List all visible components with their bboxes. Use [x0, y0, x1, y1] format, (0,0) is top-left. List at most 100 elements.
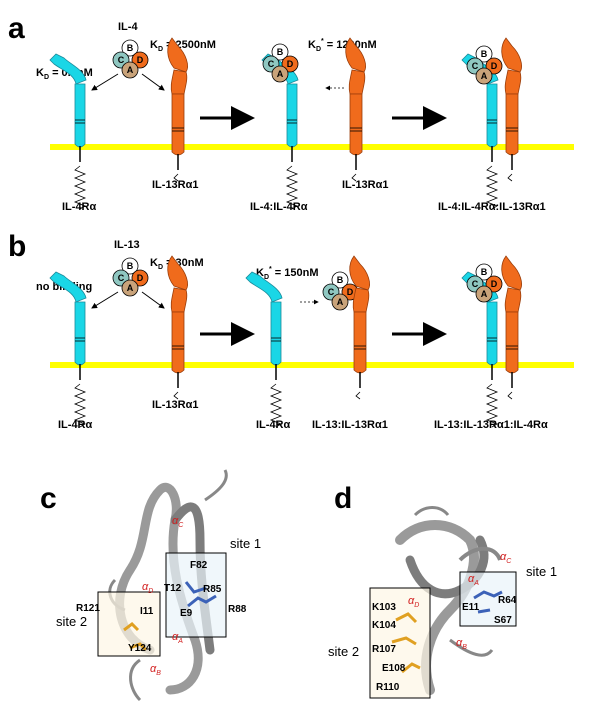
b-complex1-il13r — [348, 255, 371, 400]
membrane-a — [50, 144, 574, 150]
b-arrow-left — [91, 291, 119, 309]
a-arrow-right — [141, 73, 165, 91]
bead-b-label: B — [127, 43, 134, 53]
c-res-r88: R88 — [228, 604, 247, 615]
d-res-e108: E108 — [382, 663, 406, 674]
d-res-s67: S67 — [494, 615, 512, 626]
a-label-complex2: IL-4:IL-4Rα:IL-13Rα1 — [438, 201, 546, 213]
c-res-t12: T12 — [164, 583, 182, 594]
d-helix-b: αB — [456, 637, 467, 651]
a-kd-mid: KD* = 1200nM — [308, 38, 377, 53]
d-res-k103: K103 — [372, 602, 396, 613]
a-complex1-cytokine: B C D A — [262, 43, 299, 83]
d-gold-sidechains — [395, 612, 418, 624]
svg-text:A: A — [481, 71, 488, 81]
d-helix-c: αC — [500, 551, 512, 565]
d-res-r107: R107 — [372, 644, 396, 655]
svg-text:D: D — [347, 287, 354, 297]
svg-text:C: C — [328, 287, 335, 297]
c-res-e9: E9 — [180, 608, 193, 619]
b-kd-mid: KD* = 150nM — [256, 266, 319, 281]
bead-d-label: D — [137, 55, 144, 65]
d-site1-box — [459, 571, 517, 627]
c-gold-sidechains — [123, 622, 140, 632]
d-helix-a: αA — [468, 573, 479, 587]
c-site1-label: site 1 — [230, 536, 261, 551]
svg-text:D: D — [491, 279, 498, 289]
a-arrow-left — [91, 73, 119, 91]
b-label-il4r-2: IL-4Rα — [256, 419, 291, 431]
a-ligand-label: IL-4 — [118, 21, 138, 33]
svg-text:C: C — [472, 61, 479, 71]
b-ligand-label: IL-13 — [114, 239, 140, 251]
panel-label-b: b — [8, 230, 26, 263]
panel-label-a: a — [8, 12, 25, 45]
svg-text:B: B — [481, 49, 488, 59]
c-site2-box — [97, 591, 161, 657]
d-res-r110: R110 — [376, 682, 400, 693]
d-site1-label: site 1 — [526, 564, 557, 579]
d-res-e11: E11 — [462, 602, 480, 613]
svg-text:A: A — [481, 289, 488, 299]
a-label-complex1: IL-4:IL-4Rα — [250, 201, 308, 213]
a-label-il13r: IL-13Rα1 — [152, 179, 199, 191]
b-label-complex1: IL-13:IL-13Rα1 — [312, 419, 388, 431]
c-res-f82: F82 — [190, 560, 208, 571]
b-label-il13r: IL-13Rα1 — [152, 399, 199, 411]
panel-label-c: c — [40, 482, 57, 515]
svg-text:D: D — [491, 61, 498, 71]
bead-b — [121, 39, 139, 57]
a-complex2-cytokine: B C D A — [466, 45, 503, 85]
bead-a — [121, 61, 139, 79]
a-il4-cytokine: B C D A — [112, 39, 149, 79]
svg-text:A: A — [337, 297, 344, 307]
bead-c-label: C — [118, 55, 125, 65]
b-arrow-right — [141, 291, 165, 309]
c-blue-sidechains — [187, 594, 217, 608]
a-label-il4r: IL-4Rα — [62, 201, 97, 213]
a-kd-right: KD = 2500nM — [150, 39, 216, 53]
b-complex2-il13r — [500, 255, 523, 400]
membrane-b — [50, 362, 574, 368]
c-res-r121: R121 — [76, 603, 100, 614]
a-il13r-receptor-2 — [344, 37, 367, 182]
svg-text:D: D — [287, 59, 294, 69]
svg-text:B: B — [127, 261, 134, 271]
b-il13r-receptor — [166, 255, 189, 400]
bead-d — [131, 51, 149, 69]
svg-text:C: C — [118, 273, 125, 283]
c-helix-b: αB — [150, 663, 161, 677]
a-il13r-receptor — [166, 37, 189, 182]
b-complex2-cytokine: B C D A — [466, 263, 503, 303]
svg-text:B: B — [337, 275, 344, 285]
d-res-k104: K104 — [372, 620, 396, 631]
c-helix-d: αD — [142, 581, 153, 595]
b-il4r-receptor — [49, 271, 87, 428]
d-site2-label: site 2 — [328, 644, 359, 659]
b-label-il4r: IL-4Rα — [58, 419, 93, 431]
d-helix-d: αD — [408, 595, 419, 609]
bead-a-label: A — [127, 65, 134, 75]
d-site2-box — [369, 587, 431, 699]
a-label-il13r-2: IL-13Rα1 — [342, 179, 389, 191]
svg-text:A: A — [277, 69, 284, 79]
b-il13-cytokine: B C D A — [112, 257, 149, 297]
c-res-i11: I11 — [140, 606, 154, 617]
d-blue-sidechains — [473, 590, 503, 600]
b-il4r-receptor-2 — [245, 271, 283, 428]
c-helix-a: αA — [172, 631, 183, 645]
panel-label-d: d — [334, 482, 352, 515]
c-res-y124: Y124 — [128, 643, 152, 654]
c-res-r85: R85 — [203, 584, 222, 595]
d-res-r64: R64 — [498, 595, 517, 606]
svg-text:B: B — [481, 267, 488, 277]
svg-text:C: C — [472, 279, 479, 289]
svg-text:C: C — [268, 59, 275, 69]
svg-text:B: B — [277, 47, 284, 57]
c-site2-label: site 2 — [56, 614, 87, 629]
b-label-complex2: IL-13:IL-13Rα1:IL-4Rα — [434, 419, 548, 431]
c-site1-box — [165, 552, 227, 638]
svg-text:A: A — [127, 283, 134, 293]
c-helix-c: αC — [172, 515, 184, 529]
